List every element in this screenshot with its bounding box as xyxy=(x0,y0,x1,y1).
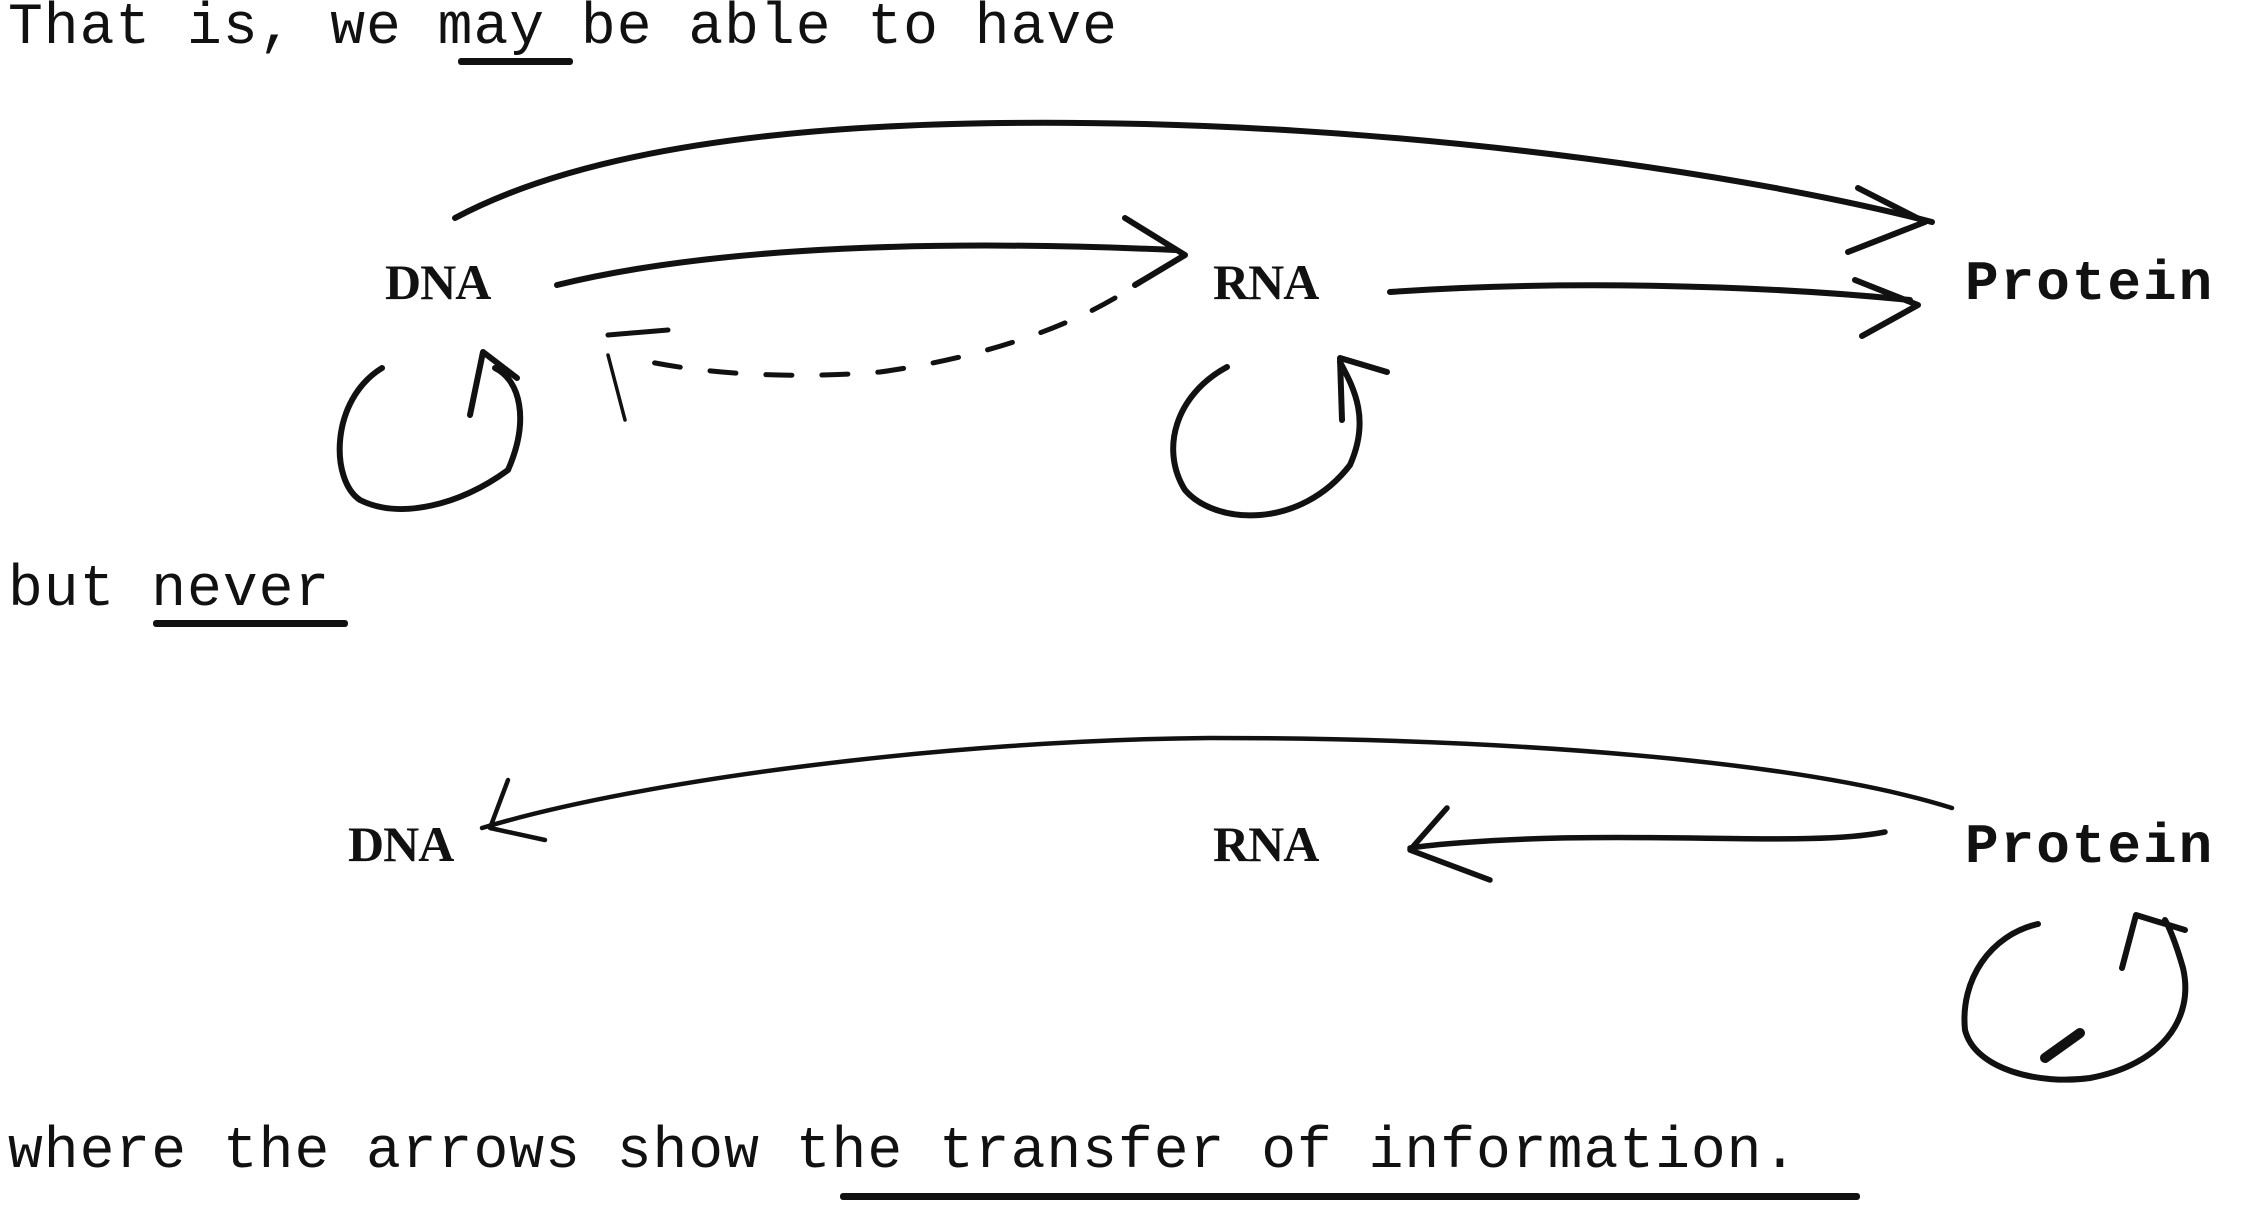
explanation-text-post: . xyxy=(1762,1120,1799,1185)
node-dna-never: DNA xyxy=(348,816,454,872)
arrow-rna-self-loop xyxy=(1170,355,1390,519)
contrast-text-pre: but xyxy=(8,558,152,623)
intro-text-pre: That is, we xyxy=(8,0,438,61)
intro-text-post: be able to have xyxy=(545,0,1118,61)
node-rna-allowed: RNA xyxy=(1213,254,1319,310)
underline-never xyxy=(153,620,348,627)
arrow-dna-to-protein-arc xyxy=(452,119,1935,255)
underline-transfer-of-information xyxy=(840,1193,1860,1200)
arrow-protein-self-loop xyxy=(1961,912,2189,1083)
arrow-protein-to-dna-arc xyxy=(479,735,1955,843)
underline-may xyxy=(458,58,573,65)
arrow-protein-to-rna xyxy=(1407,805,1888,883)
arrow-rna-to-protein xyxy=(1387,277,1921,339)
emphasis-never: never xyxy=(151,558,331,623)
node-dna-allowed: DNA xyxy=(385,254,491,310)
node-rna-never: RNA xyxy=(1213,816,1319,872)
intro-sentence: That is, we may be able to have xyxy=(8,0,1118,61)
arrow-dna-to-rna xyxy=(554,215,1188,288)
explanation-sentence: where the arrows show the transfer of in… xyxy=(8,1120,1798,1185)
arrow-dna-self-loop xyxy=(336,349,524,512)
contrast-sentence: but never xyxy=(8,558,330,623)
emphasis-may: may xyxy=(437,0,546,61)
node-protein-allowed: Protein xyxy=(1965,252,2215,316)
arrow-rna-to-dna-dashed xyxy=(605,295,1118,422)
explanation-text-pre: where the arrows show xyxy=(8,1120,796,1185)
node-protein-never: Protein xyxy=(1965,815,2215,879)
emphasis-transfer-of-information: the transfer of information xyxy=(795,1120,1763,1185)
